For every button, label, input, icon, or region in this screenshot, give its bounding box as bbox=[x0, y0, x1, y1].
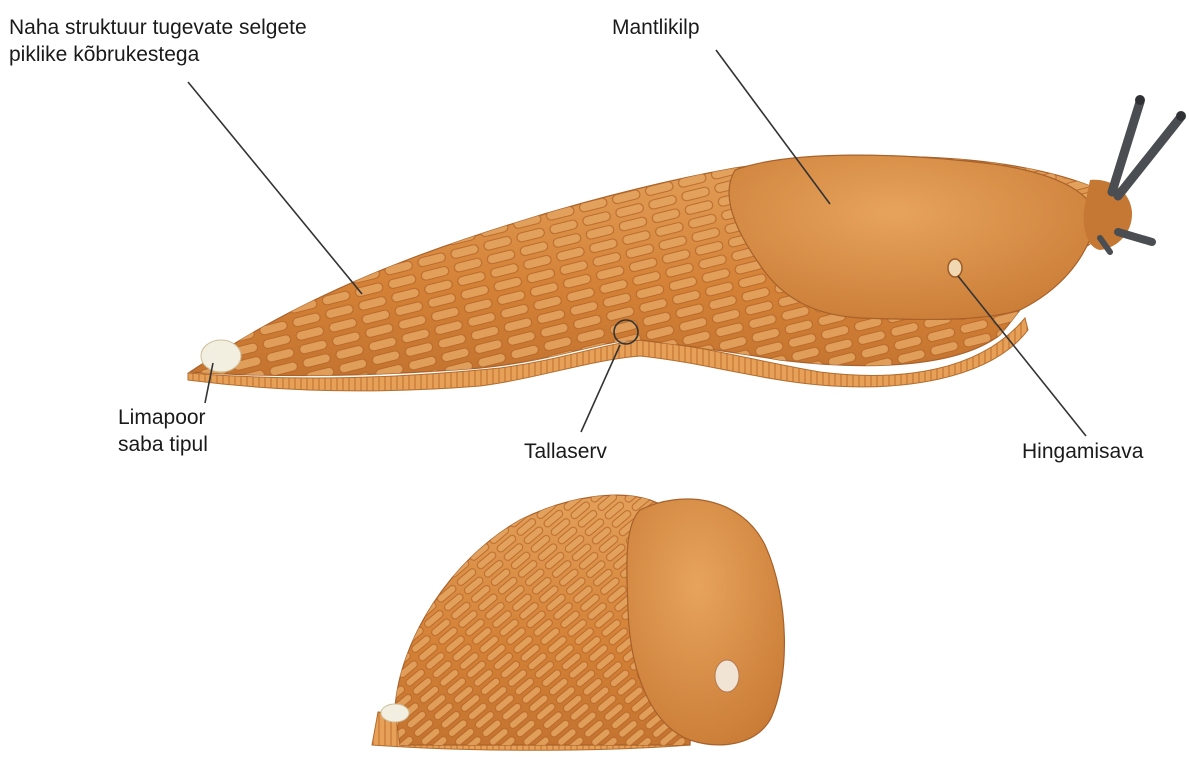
contracted-slug bbox=[372, 480, 784, 760]
label-slime-pore-line1: Limapoor bbox=[118, 404, 208, 431]
label-mantle: Mantlikilp bbox=[612, 14, 700, 41]
breathing-pore-icon bbox=[948, 259, 962, 277]
label-skin-structure-line1: Naha struktuur tugevate selgete bbox=[9, 14, 307, 41]
slime-pore-icon bbox=[201, 340, 241, 372]
large-slug bbox=[180, 95, 1186, 391]
label-foot-fringe: Tallaserv bbox=[524, 438, 607, 465]
small-slime-pore-icon bbox=[381, 704, 409, 722]
label-skin-structure-line2: piklike kõbrukestega bbox=[9, 41, 307, 68]
label-slime-pore-line2: saba tipul bbox=[118, 431, 208, 458]
label-slime-pore: Limapoor saba tipul bbox=[118, 404, 208, 458]
small-breathing-pore-icon bbox=[715, 660, 739, 692]
label-skin-structure: Naha struktuur tugevate selgete piklike … bbox=[9, 14, 307, 68]
label-breathing-pore: Hingamisava bbox=[1022, 438, 1143, 465]
leader-skin bbox=[188, 82, 362, 294]
